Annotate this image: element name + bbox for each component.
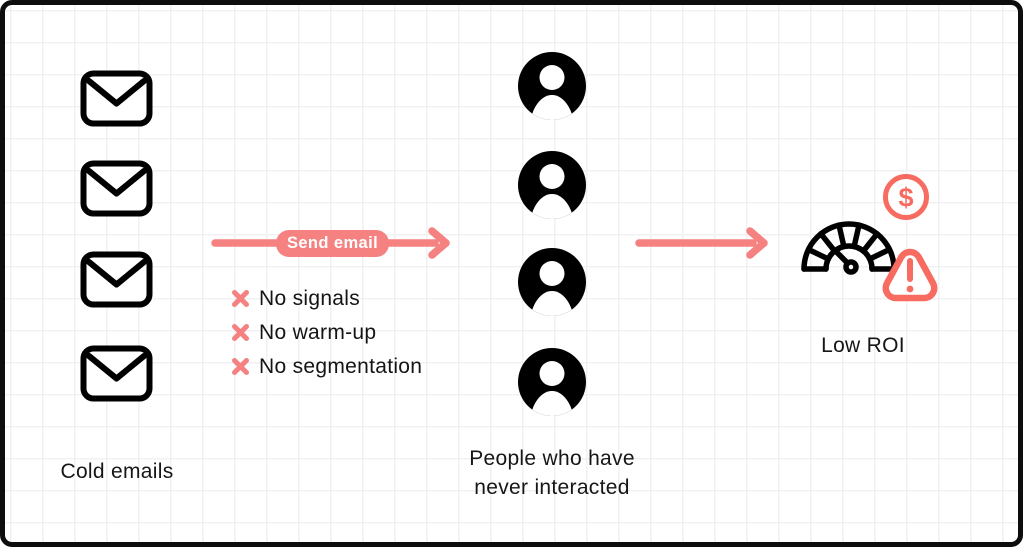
envelope-icon: [80, 345, 153, 407]
person-icon: [518, 348, 586, 416]
issue-row: No segmentation: [231, 355, 422, 378]
x-mark-icon: [232, 358, 249, 375]
person-icon: [518, 151, 586, 219]
dollar-symbol: $: [898, 183, 913, 213]
low-roi-label: Low ROI: [821, 334, 905, 357]
person-icon: [518, 248, 586, 316]
issue-row: No signals: [231, 287, 422, 310]
envelope-icon: [80, 251, 153, 313]
envelope-icon: [80, 160, 153, 222]
person-icon: [518, 52, 586, 120]
issue-label: No segmentation: [259, 354, 423, 378]
send-email-badge: Send email: [276, 230, 389, 257]
x-mark-icon: [232, 324, 249, 341]
envelope-icon: [80, 70, 153, 132]
people-label-line2: never interacted: [474, 476, 630, 499]
gauge-icon: [799, 207, 899, 284]
cold-emails-label: Cold emails: [60, 460, 174, 483]
people-label-line1: People who have: [469, 447, 635, 470]
issue-label: No warm-up: [259, 320, 377, 344]
warning-triangle-icon: [873, 233, 947, 310]
issue-label: No signals: [259, 286, 361, 310]
issue-row: No warm-up: [231, 321, 422, 344]
people-label: People who have never interacted: [447, 444, 657, 502]
issues-list: No signals No warm-up No segmentation: [231, 287, 422, 389]
dollar-circle-icon: $: [881, 172, 931, 227]
to-result-arrow: [635, 226, 771, 265]
x-mark-icon: [232, 290, 249, 307]
